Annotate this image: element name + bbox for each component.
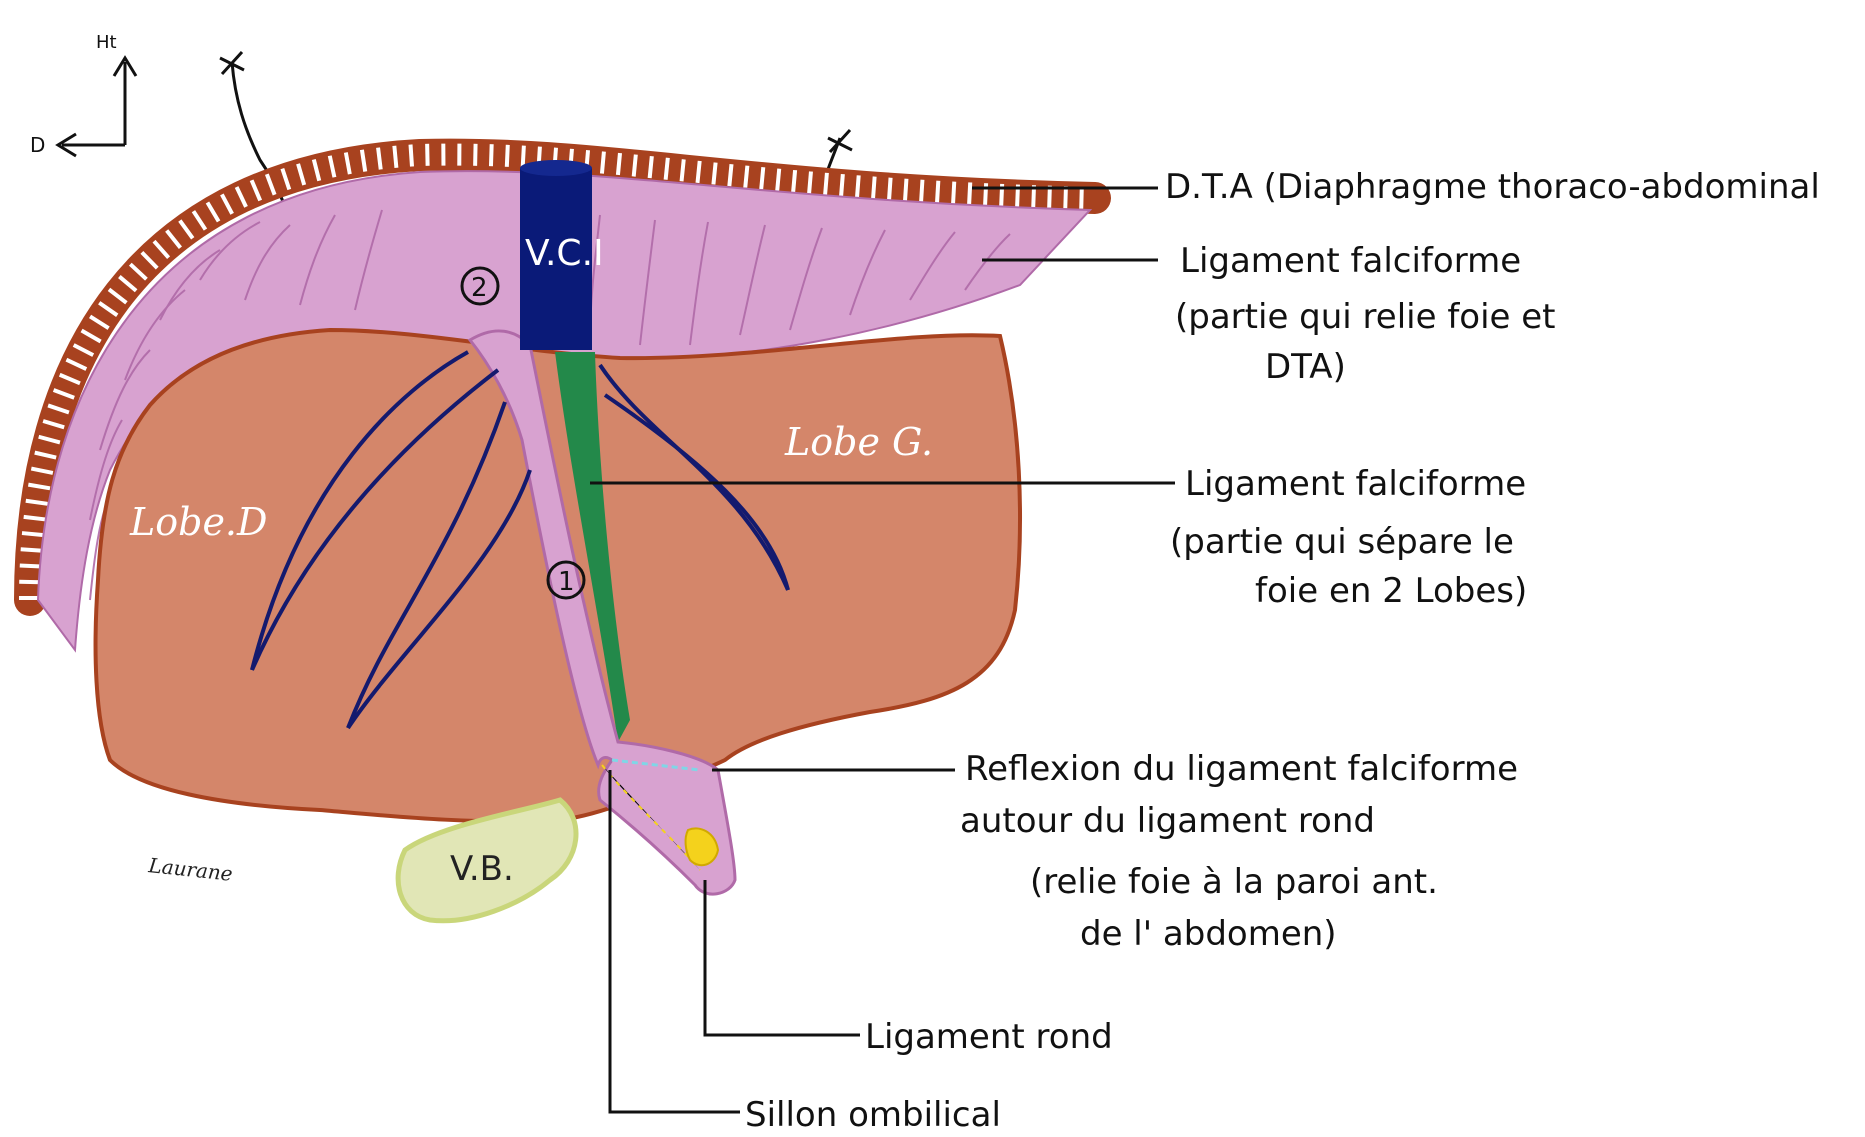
svg-text:1: 1	[558, 567, 575, 597]
label-falciform-mid-desc-1: (partie qui sépare le	[1170, 522, 1514, 562]
svg-text:2: 2	[471, 273, 488, 303]
orientation-indicator: Ht D	[30, 32, 136, 157]
vci-label: V.C.I	[525, 233, 604, 274]
label-falciform-mid-title: Ligament falciforme	[1185, 464, 1526, 504]
gallbladder-label: V.B.	[450, 849, 514, 889]
label-dta: D.T.A (Diaphragme thoraco-abdominal	[1165, 167, 1820, 207]
label-reflexion-2: autour du ligament rond	[960, 801, 1375, 841]
label-falciform-upper-title: Ligament falciforme	[1180, 241, 1521, 281]
signature: Laurane	[146, 853, 233, 886]
lobe-left-label: Lobe G.	[784, 420, 933, 464]
label-reflexion-1: Reflexion du ligament falciforme	[965, 749, 1518, 789]
label-reflexion-4: de l' abdomen)	[1080, 914, 1337, 954]
label-reflexion-3: (relie foie à la paroi ant.	[1030, 862, 1438, 902]
label-falciform-upper-desc-1: (partie qui relie foie et	[1175, 297, 1556, 337]
lobe-right-label: Lobe.D	[129, 500, 267, 544]
orientation-right-label: D	[30, 133, 45, 157]
label-falciform-upper-desc-2: DTA)	[1265, 347, 1346, 387]
label-ligament-rond: Ligament rond	[865, 1017, 1113, 1057]
label-falciform-mid-desc-2: foie en 2 Lobes)	[1255, 571, 1527, 611]
orientation-up-label: Ht	[96, 32, 117, 53]
label-sillon: Sillon ombilical	[745, 1095, 1001, 1135]
vci: V.C.I	[520, 160, 604, 350]
